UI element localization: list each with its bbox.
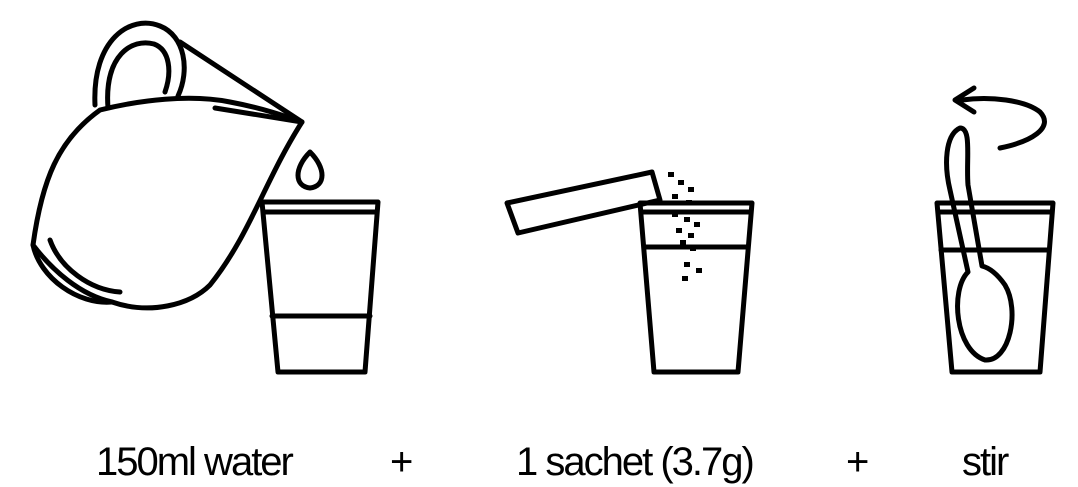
plus-sign-1: +	[390, 438, 413, 486]
step-2-label: 1 sachet (3.7g)	[516, 438, 753, 486]
spoon-icon	[947, 128, 1012, 360]
jug-icon	[33, 23, 302, 308]
plus-sign-2: +	[846, 438, 869, 486]
step-3-label: stir	[962, 438, 1007, 486]
glass-with-spoon-icon	[937, 203, 1053, 372]
water-drop-icon	[298, 152, 322, 188]
powder-particles-icon	[668, 172, 702, 281]
step-1-label: 150ml water	[96, 438, 292, 486]
sachet-icon	[507, 172, 660, 233]
glass-with-mixture-icon	[640, 203, 752, 372]
glass-with-water-icon	[262, 202, 378, 372]
